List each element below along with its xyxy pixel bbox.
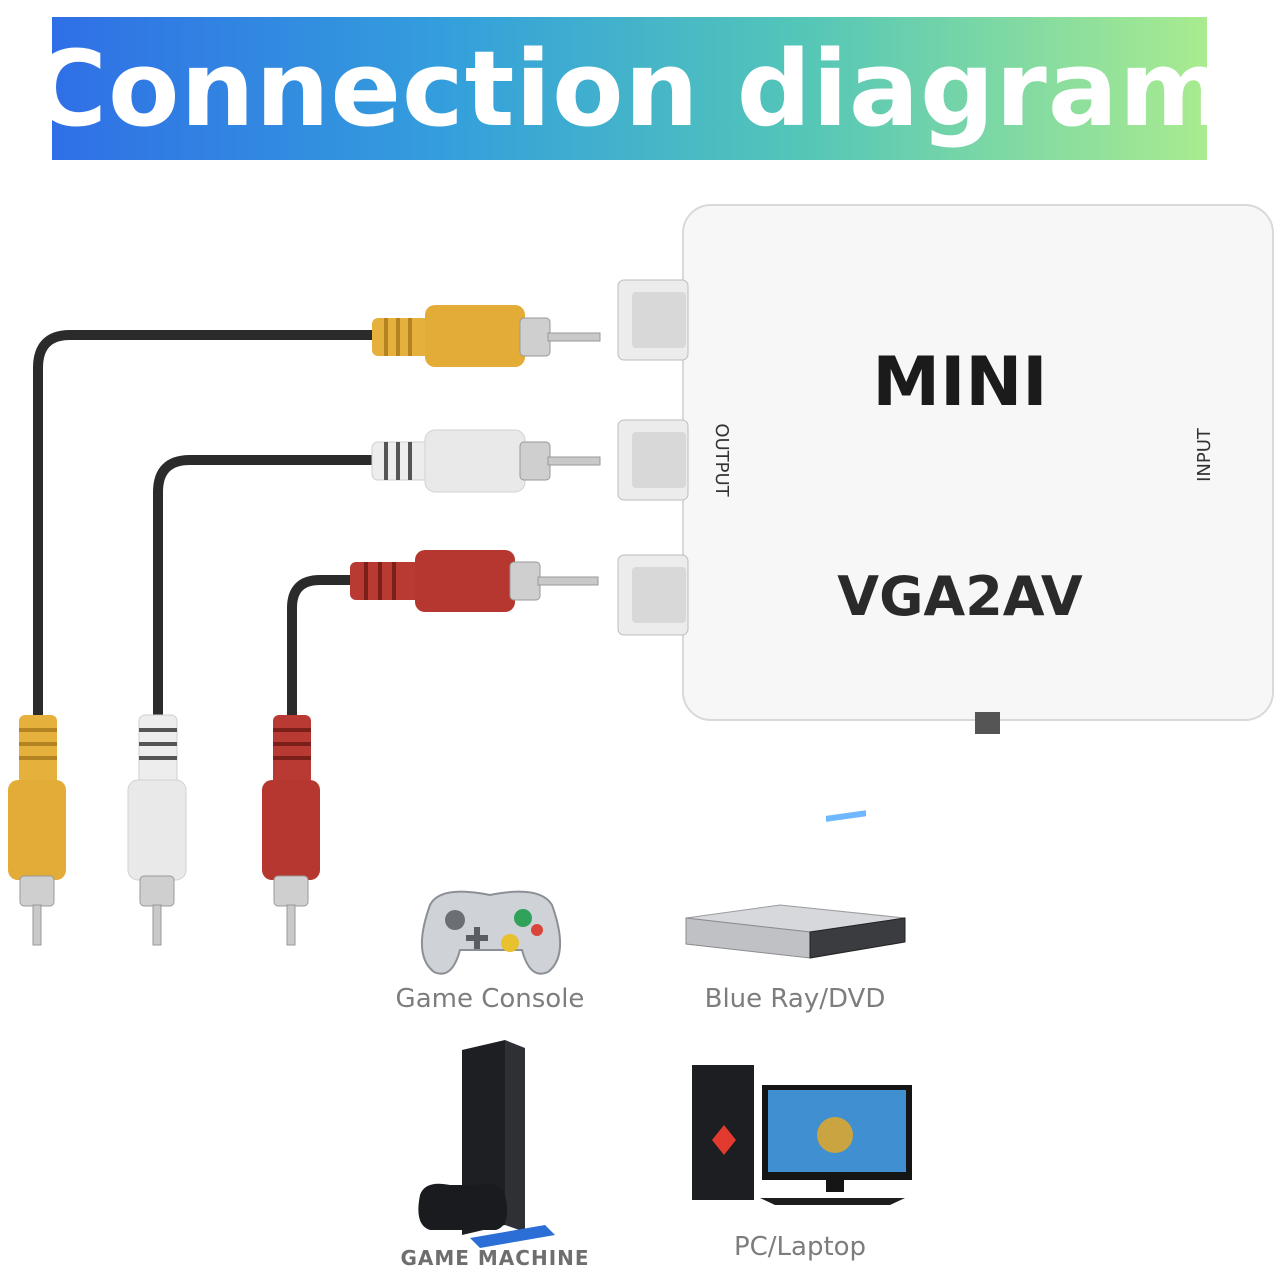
caption-game-console: Game Console <box>395 984 585 1014</box>
rca-jack-middle <box>617 419 689 501</box>
yellow-plug-free-end <box>8 715 66 946</box>
gamepad-icon <box>420 890 562 975</box>
caption-blue-ray-dvd: Blue Ray/DVD <box>704 984 886 1014</box>
model-label: VGA2AV <box>837 565 1083 628</box>
rca-jack-top <box>617 279 689 361</box>
converter-box: MINI VGA2AV OUTPUT INPUT <box>682 204 1274 734</box>
yellow-plug-box-end <box>372 305 601 367</box>
red-plug-box-end <box>350 550 599 612</box>
banner-title: Connection diagram <box>30 27 1229 150</box>
brand-label: MINI <box>872 343 1047 422</box>
title-banner: Connection diagram <box>31 17 1227 160</box>
caption-game-machine: GAME MACHINE <box>400 1246 590 1270</box>
white-plug-box-end <box>371 429 601 493</box>
rca-jack-bottom <box>617 554 689 636</box>
cable-wires <box>33 330 385 720</box>
red-plug-free-end <box>262 715 320 946</box>
white-plug-free-end <box>127 714 187 946</box>
game-machine-icon <box>418 1040 555 1248</box>
pc-icon <box>692 1065 912 1205</box>
caption-pc-laptop: PC/Laptop <box>733 1232 867 1262</box>
dvd-player-icon <box>685 810 906 959</box>
input-label: INPUT <box>1194 427 1215 482</box>
output-label: OUTPUT <box>711 423 732 497</box>
